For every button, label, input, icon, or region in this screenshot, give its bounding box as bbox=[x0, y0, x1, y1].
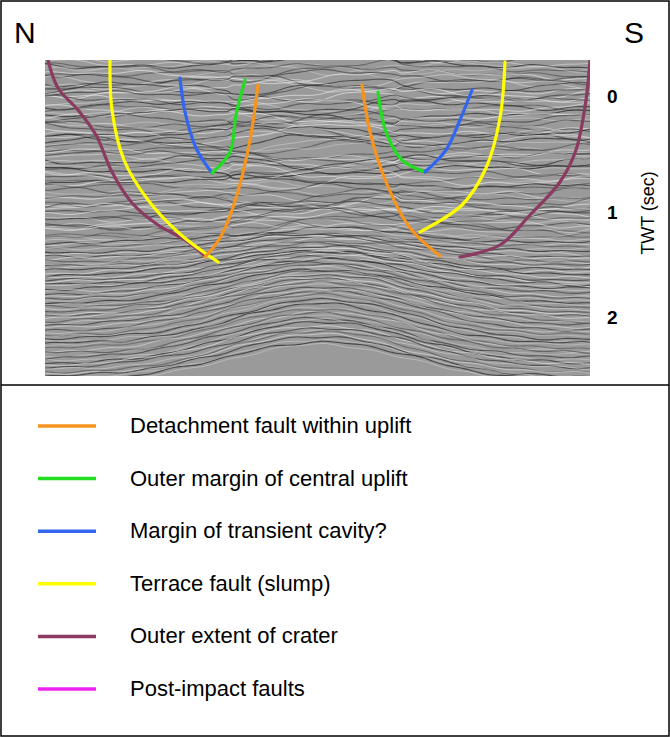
seismic-reflector bbox=[45, 315, 590, 357]
seismic-reflector bbox=[45, 291, 590, 331]
seismic-reflector bbox=[45, 135, 590, 148]
seismic-reflector bbox=[45, 251, 590, 278]
axis-tick-label: 2 bbox=[607, 308, 618, 327]
axis-tick-label: 0 bbox=[607, 87, 618, 106]
seismic-reflector bbox=[45, 343, 590, 376]
transient-cavity-line bbox=[180, 78, 212, 173]
seismic-reflector bbox=[45, 95, 590, 109]
terrace-fault-line bbox=[110, 60, 218, 262]
legend-label: Outer margin of central uplift bbox=[130, 468, 408, 490]
central-uplift-line bbox=[378, 92, 425, 172]
legend-label: Detachment fault within uplift bbox=[130, 415, 411, 437]
divider-line bbox=[1, 384, 669, 386]
compass-label: N bbox=[14, 18, 36, 48]
seismic-reflector bbox=[45, 339, 590, 376]
terrace-fault-line bbox=[420, 62, 505, 232]
legend-swatch bbox=[38, 529, 96, 533]
legend-label: Post-impact faults bbox=[130, 678, 305, 700]
seismic-reflector bbox=[45, 333, 590, 374]
legend-label: Outer extent of crater bbox=[130, 625, 338, 647]
seismic-reflector bbox=[45, 330, 590, 370]
interpretation-lines bbox=[48, 60, 590, 262]
axis-tick-label: 1 bbox=[607, 203, 618, 222]
axis-title: TWT (sec) bbox=[639, 171, 657, 255]
legend-samples bbox=[38, 426, 96, 689]
seismic-reflector bbox=[45, 307, 590, 347]
seismic-reflector bbox=[45, 331, 590, 373]
seismic-reflector bbox=[45, 60, 590, 64]
seismic-reflector bbox=[45, 207, 590, 223]
seismic-section bbox=[45, 60, 590, 376]
seismic-reflector bbox=[45, 91, 590, 105]
seismic-reflector bbox=[45, 64, 590, 79]
legend-swatch bbox=[38, 582, 96, 586]
legend-swatch bbox=[38, 477, 96, 481]
legend-swatch bbox=[38, 424, 96, 428]
seismic-reflector bbox=[45, 287, 590, 325]
seismic-reflector bbox=[45, 181, 590, 196]
seismic-reflector bbox=[45, 311, 590, 353]
seismic-reflector bbox=[45, 341, 590, 376]
legend-swatch bbox=[38, 635, 96, 639]
legend-label: Terrace fault (slump) bbox=[130, 573, 331, 595]
seismic-reflector bbox=[45, 207, 590, 223]
legend-label: Margin of transient cavity? bbox=[130, 520, 387, 542]
seismic-reflector bbox=[45, 281, 590, 319]
crater-extent-line bbox=[460, 60, 590, 257]
seismic-reflector bbox=[45, 218, 590, 230]
seismic-reflector bbox=[45, 202, 590, 219]
seismic-reflector bbox=[45, 337, 590, 376]
transient-cavity-line bbox=[425, 90, 472, 172]
legend-swatch bbox=[38, 687, 96, 691]
seismic-reflector bbox=[45, 111, 590, 126]
seismic-reflector bbox=[45, 76, 590, 91]
seismic-reflector bbox=[45, 69, 590, 82]
seismic-reflector bbox=[45, 139, 590, 154]
compass-label: S bbox=[624, 18, 644, 48]
seismic-reflector bbox=[45, 319, 590, 361]
seismic-reflector bbox=[45, 317, 590, 359]
central-uplift-line bbox=[212, 80, 245, 173]
